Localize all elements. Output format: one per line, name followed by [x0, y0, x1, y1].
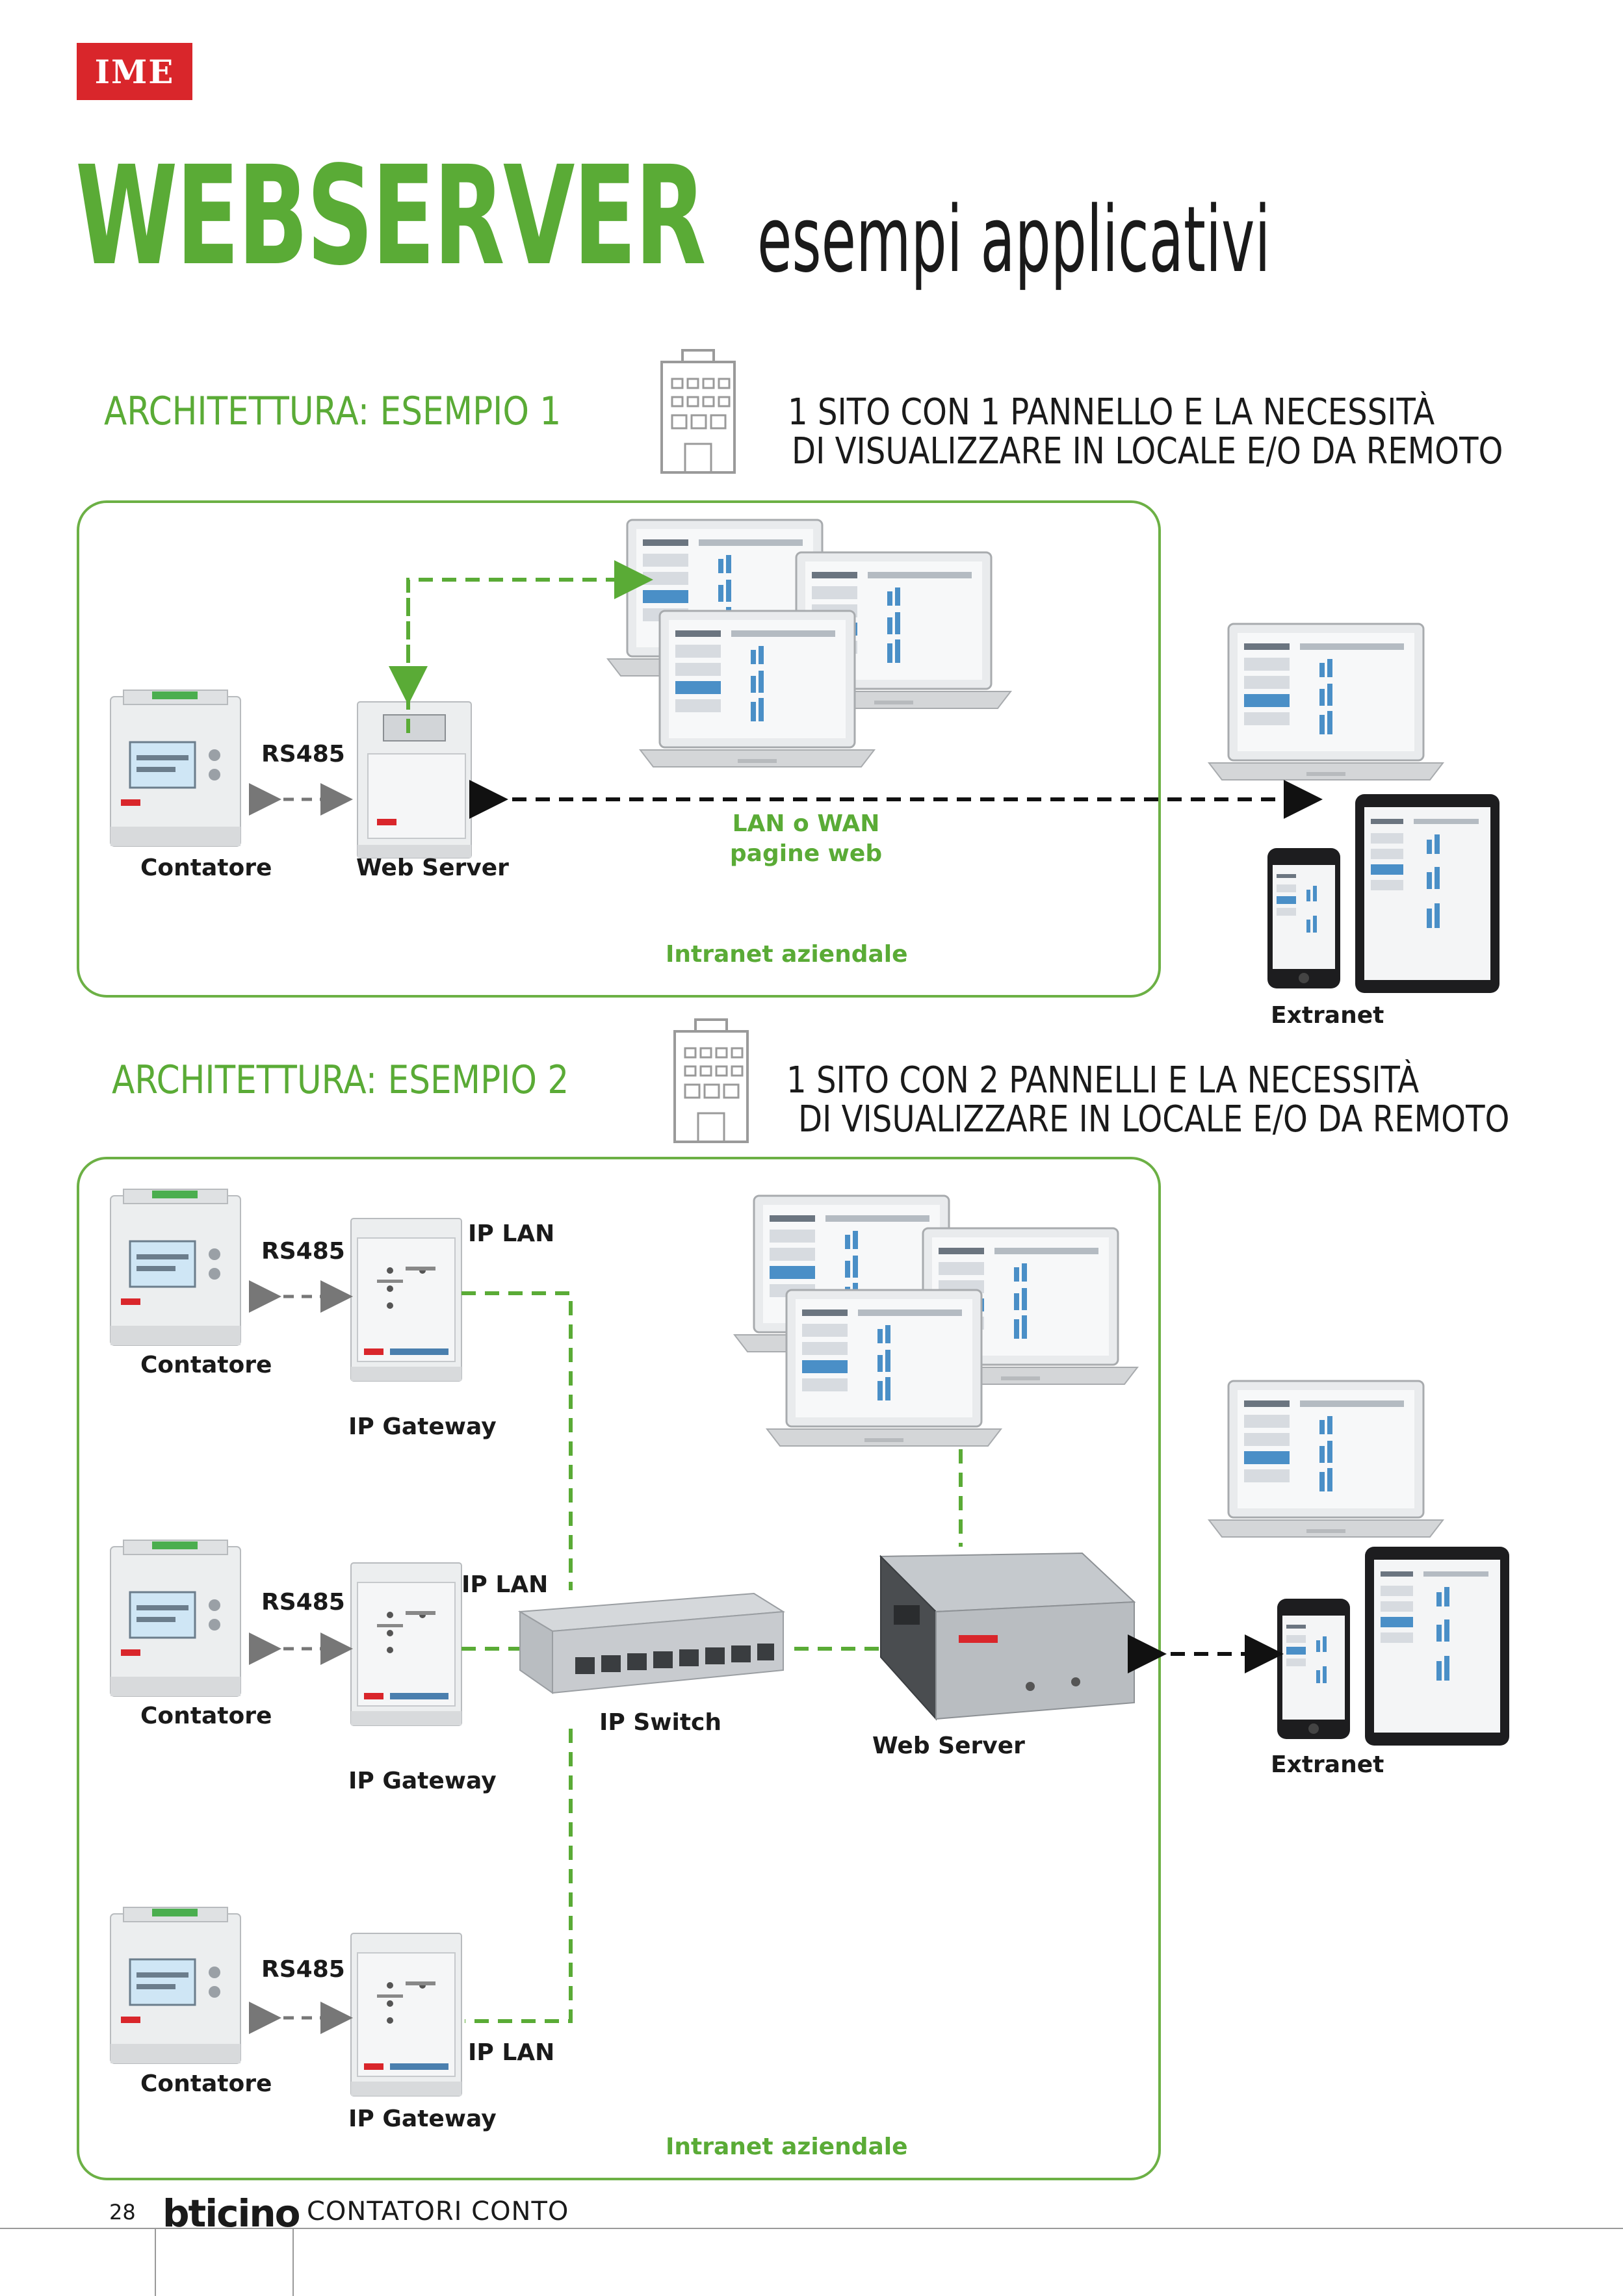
page-title: WEBSERVER — [75, 136, 707, 296]
example2-desc-line1: 1 SITO CON 2 PANNELLI E LA NECESSITÀ — [786, 1059, 1420, 1102]
lan-wan-line2: pagine web — [729, 840, 883, 867]
example2-intranet-label: Intranet aziendale — [666, 2134, 908, 2160]
ip-switch-icon — [517, 1592, 786, 1694]
example1-intranet-label: Intranet aziendale — [666, 941, 908, 968]
example1-lan-wan-label: LAN o WAN pagine web — [715, 809, 897, 869]
example1-laptop-group — [606, 519, 1444, 781]
example2-contatore-label-2: Contatore — [140, 1703, 272, 1729]
example2-ip-lan-label-3: IP LAN — [468, 2039, 555, 2066]
example1-web-server-label: Web Server — [356, 855, 509, 881]
ime-logo: IME — [77, 43, 192, 100]
example2-diagram — [109, 1188, 1509, 2096]
tablet-icon — [1365, 1547, 1509, 1746]
web-server-device — [357, 701, 472, 858]
example1-extranet-label: Extranet — [1271, 1002, 1384, 1029]
example1-diagram — [109, 519, 1500, 993]
example1-contatore-label: Contatore — [140, 855, 272, 881]
ip-gateway-icon — [350, 1562, 462, 1726]
example2-rs485-label-2: RS485 — [261, 1589, 345, 1616]
ip-gateway-icon — [350, 1218, 462, 1382]
example1-desc-line2: DI VISUALIZZARE IN LOCALE E/O DA REMOTO — [792, 430, 1503, 472]
example2-contatore-label-1: Contatore — [140, 1352, 272, 1378]
example1-desc-line1: 1 SITO CON 1 PANNELLO E LA NECESSITÀ — [788, 391, 1435, 433]
lan-wan-line1: LAN o WAN — [732, 810, 880, 837]
page-number: 28 — [109, 2200, 136, 2225]
footer-vline-left — [155, 2228, 156, 2296]
building-icon — [660, 349, 736, 474]
example2-heading: ARCHITETTURA: ESEMPIO 2 — [112, 1057, 569, 1103]
example2-extranet-label: Extranet — [1271, 1751, 1384, 1778]
smartphone-icon — [1277, 1599, 1350, 1739]
example2-web-server-label: Web Server — [872, 1733, 1025, 1759]
example2-ip-lan-label-2: IP LAN — [461, 1571, 549, 1598]
example2-contatore-label-3: Contatore — [140, 2070, 272, 2097]
laptop-icon — [766, 1289, 1002, 1447]
web-server-icon — [879, 1552, 1136, 1721]
ime-logo-text: IME — [94, 52, 175, 91]
ip-gateway-icon — [350, 1933, 462, 2096]
example2-ip-gateway-label-1: IP Gateway — [348, 1413, 497, 1440]
example2-rs485-label-3: RS485 — [261, 1956, 345, 1983]
building-icon — [673, 1018, 749, 1143]
example2-ip-switch-label: IP Switch — [599, 1709, 722, 1736]
energy-meter-icon — [109, 1188, 242, 1347]
example2-ip-gateway-label-3: IP Gateway — [348, 2106, 497, 2132]
example2-ip-lan-label-1: IP LAN — [468, 1220, 555, 1247]
footer-divider — [0, 2228, 1623, 2229]
example1-intranet-frame — [77, 500, 1161, 998]
example1-rs485-label: RS485 — [261, 741, 345, 767]
energy-meter-icon — [109, 1906, 242, 2065]
example2-rs485-label-1: RS485 — [261, 1238, 345, 1265]
example1-heading: ARCHITETTURA: ESEMPIO 1 — [104, 389, 562, 434]
bticino-logo: bticino — [162, 2191, 301, 2236]
example2-ip-gateway-label-2: IP Gateway — [348, 1768, 497, 1794]
laptop-icon — [1208, 1380, 1444, 1538]
energy-meter-icon — [109, 1539, 242, 1697]
example2-desc-line2: DI VISUALIZZARE IN LOCALE E/O DA REMOTO — [798, 1098, 1510, 1141]
footer-vline-right — [292, 2228, 294, 2296]
footer-section: CONTATORI CONTO — [307, 2197, 569, 2226]
page-subtitle: esempi applicativi — [757, 187, 1271, 293]
